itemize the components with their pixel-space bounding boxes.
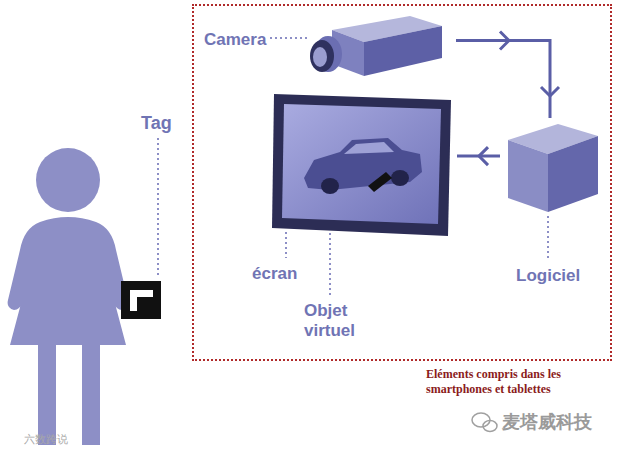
leader-lines (158, 38, 548, 298)
watermark: 麦塔威科技 (502, 410, 592, 434)
camera-node: Camera (302, 12, 452, 87)
screen-label: écran (252, 264, 297, 284)
woman-figure (8, 148, 129, 445)
virtual-car (304, 138, 422, 194)
screen-icon (270, 90, 455, 240)
region-caption: Eléments compris dans les smartphones et… (426, 367, 604, 397)
object-label: Objet virtuel (304, 301, 384, 341)
tag-label: Tag (141, 113, 172, 134)
software-node: Logiciel (502, 120, 602, 215)
device-region: Eléments compris dans les smartphones et… (192, 4, 612, 361)
flow-arrow (457, 147, 500, 165)
screen-node: écran (270, 90, 455, 240)
camera-label: Camera (204, 30, 266, 50)
tag-marker (121, 281, 161, 319)
camera-icon (302, 12, 452, 87)
flow-arrow (456, 32, 559, 119)
software-label: Logiciel (516, 266, 580, 286)
software-cube (502, 120, 602, 215)
watermark: 六数跨说 (24, 432, 68, 447)
wechat-icon (472, 413, 497, 432)
